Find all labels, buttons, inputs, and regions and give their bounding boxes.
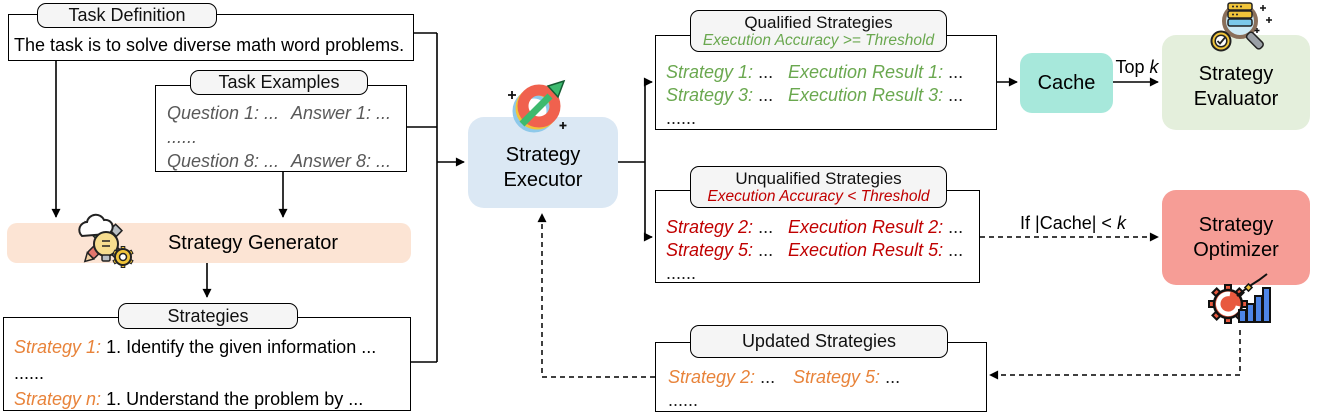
- top-k-label: Top k: [1115, 57, 1159, 77]
- strategies-ellipsis: ......: [14, 363, 45, 383]
- unqualified-criterion: Execution Accuracy < Threshold: [707, 188, 930, 205]
- updated-ellipsis: ......: [668, 390, 699, 410]
- examples-ellipsis: ......: [167, 127, 198, 147]
- example-row: Question 8: ... Answer 8: ...: [167, 151, 392, 171]
- unqualified-strategies-label: Unqualified Strategies Execution Accurac…: [690, 166, 947, 208]
- connector-bus: [407, 32, 646, 363]
- updated-row: Strategy 2: ... Strategy 5: ...: [668, 367, 901, 387]
- qualified-ellipsis: ......: [666, 108, 697, 128]
- task-examples-box: [155, 85, 407, 172]
- arrow-updated-to-executor: [537, 213, 655, 378]
- unqualified-strategy-list: Strategy 2: ... Execution Result 2: ... …: [666, 216, 963, 285]
- strategy-evaluator-box: Strategy Evaluator: [1162, 35, 1310, 130]
- example-row: Question 1: ... Answer 1: ...: [167, 103, 392, 123]
- qualified-strategies-label: Qualified Strategies Execution Accuracy …: [690, 10, 947, 52]
- strategy-evaluator-title: Strategy Evaluator: [1193, 62, 1279, 110]
- task-definition-label: Task Definition: [37, 3, 217, 28]
- task-examples-list: Question 1: ... Answer 1: ... ...... Que…: [167, 102, 391, 173]
- updated-strategies-label: Updated Strategies: [690, 325, 948, 358]
- unqualified-row: Strategy 5: ... Execution Result 5: ...: [666, 240, 964, 260]
- strategy-executor-title: Strategy Executor: [503, 143, 583, 191]
- if-cache-label: If |Cache| < k: [1020, 213, 1126, 233]
- gear-run-arrow-icon: [508, 79, 567, 133]
- strategy-executor-box: Strategy Executor: [468, 117, 618, 208]
- unqualified-row: Strategy 2: ... Execution Result 2: ...: [666, 217, 964, 237]
- strategy-generator-box: Strategy Generator: [7, 223, 411, 263]
- strategies-box: [3, 317, 411, 411]
- qualified-row: Strategy 1: ... Execution Result 1: ...: [666, 62, 964, 82]
- strategy-generator-title: Strategy Generator: [167, 231, 339, 254]
- arrow-optimizer-to-updated: [989, 330, 1241, 380]
- qualified-strategy-list: Strategy 1: ... Execution Result 1: ... …: [666, 61, 963, 130]
- magnifier-database-check-icon: [1210, 2, 1272, 52]
- cache-box: Cache: [1020, 53, 1113, 113]
- strategies-label: Strategies: [118, 303, 298, 329]
- gear-bar-chart-icon: [1208, 273, 1271, 324]
- strategy-optimizer-title: Strategy Optimizer: [1193, 213, 1279, 261]
- task-examples-label: Task Examples: [190, 70, 368, 95]
- strategy-line: Strategy n: 1. Understand the problem by…: [14, 389, 364, 409]
- qualified-criterion: Execution Accuracy >= Threshold: [702, 32, 935, 49]
- strategies-list: Strategy 1: 1. Identify the given inform…: [14, 334, 376, 412]
- unqualified-ellipsis: ......: [666, 263, 697, 283]
- qualified-row: Strategy 3: ... Execution Result 3: ...: [666, 85, 964, 105]
- idea-pencil-gear-icon: [78, 213, 134, 268]
- task-definition-text: The task is to solve diverse math word p…: [14, 34, 405, 55]
- cache-title: Cache: [1037, 71, 1096, 94]
- updated-strategy-list: Strategy 2: ... Strategy 5: ... ......: [668, 366, 900, 412]
- strategy-optimizer-box: Strategy Optimizer: [1162, 190, 1310, 285]
- strategy-line: Strategy 1: 1. Identify the given inform…: [14, 337, 377, 357]
